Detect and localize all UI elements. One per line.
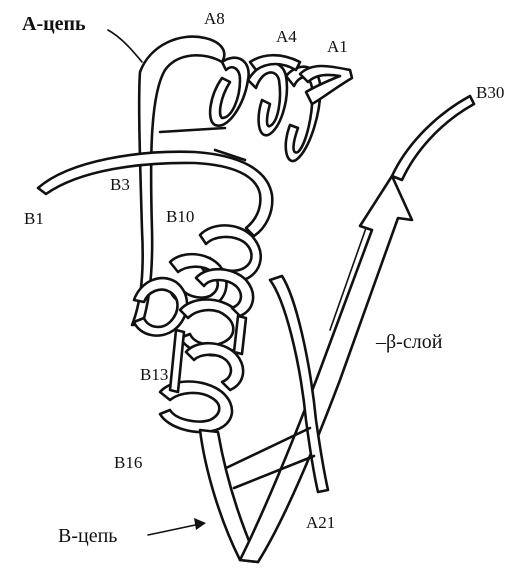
b-chain-n-terminus — [38, 152, 272, 236]
label-b-chain: B-цепь — [58, 525, 117, 547]
label-a4: A4 — [276, 27, 297, 46]
label-a1: A1 — [327, 37, 348, 56]
b-chain-arrow — [148, 518, 206, 535]
label-beta-layer: –β-слой — [375, 331, 443, 353]
label-a8: A8 — [204, 9, 225, 28]
a-chain-pointer — [108, 30, 142, 62]
label-b13: B13 — [140, 365, 168, 384]
label-b1: B1 — [24, 209, 44, 228]
label-a21: A21 — [306, 513, 335, 532]
a-chain-helix — [210, 55, 352, 161]
label-b30: B30 — [476, 83, 504, 102]
label-b10: B10 — [166, 207, 194, 226]
label-a-chain: А-цепь — [22, 13, 86, 35]
label-b3: B3 — [110, 175, 130, 194]
label-b16: B16 — [114, 453, 142, 472]
